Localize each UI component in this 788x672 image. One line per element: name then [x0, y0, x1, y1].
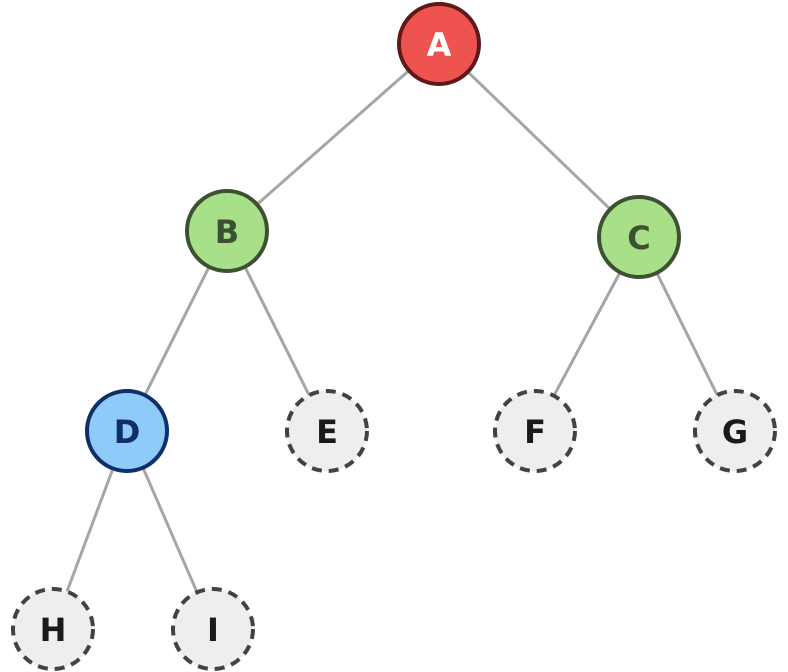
node-circle-b — [185, 189, 269, 273]
node-circle-e — [285, 389, 369, 473]
tree-node-g: G — [693, 389, 777, 473]
node-circle-c — [597, 195, 681, 279]
node-label-f: F — [524, 413, 546, 451]
node-label-a: A — [427, 26, 452, 64]
edge-d-h — [65, 467, 115, 593]
node-label-c: C — [627, 219, 650, 257]
edge-d-i — [141, 467, 199, 593]
node-label-i: I — [207, 611, 219, 649]
edge-a-c — [466, 70, 612, 211]
node-circle-a — [397, 2, 481, 86]
tree-node-h: H — [11, 587, 95, 671]
tree-node-f: F — [493, 389, 577, 473]
node-circle-i — [171, 587, 255, 671]
node-label-b: B — [215, 213, 239, 251]
edge-b-e — [243, 266, 311, 396]
tree-node-d: D — [85, 389, 169, 473]
nodes-layer: A B C D E F G H I — [11, 2, 777, 671]
node-circle-g — [693, 389, 777, 473]
node-label-h: H — [40, 611, 67, 649]
tree-node-i: I — [171, 587, 255, 671]
edges-layer — [65, 69, 719, 593]
edge-c-f — [552, 271, 622, 397]
node-label-g: G — [722, 413, 748, 451]
edge-c-g — [655, 272, 719, 396]
tree-node-a: A — [397, 2, 481, 86]
tree-node-b: B — [185, 189, 269, 273]
node-label-e: E — [316, 413, 338, 451]
node-circle-d — [85, 389, 169, 473]
tree-node-c: C — [597, 195, 681, 279]
tree-node-e: E — [285, 389, 369, 473]
node-circle-h — [11, 587, 95, 671]
edge-b-d — [143, 266, 211, 396]
node-label-d: D — [114, 413, 141, 451]
node-circle-f — [493, 389, 577, 473]
edge-a-b — [256, 69, 410, 206]
